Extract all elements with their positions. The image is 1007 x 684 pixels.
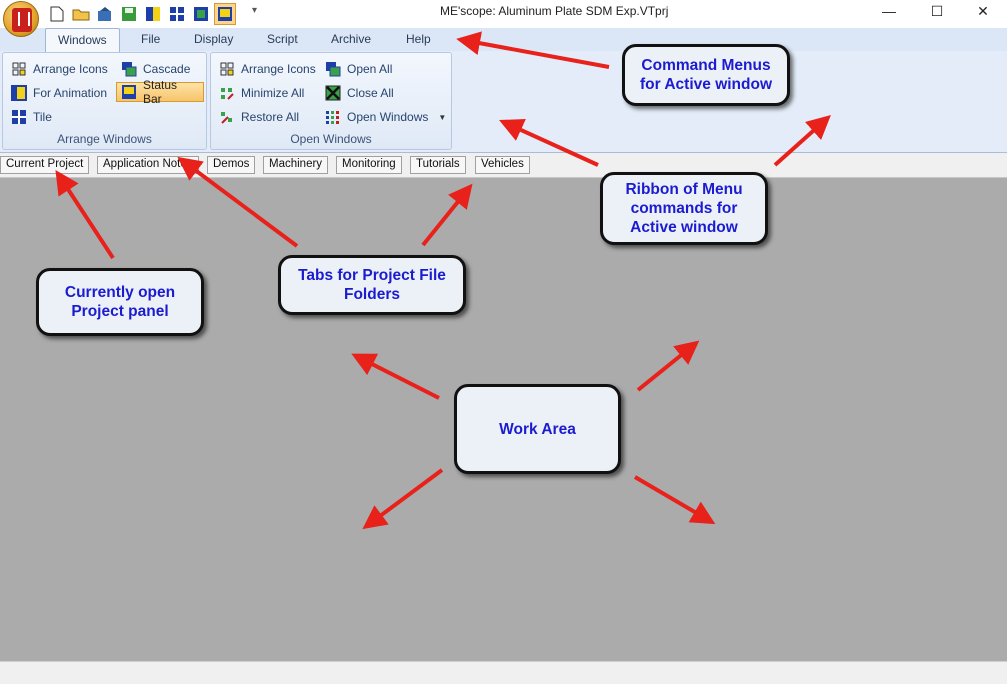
callout-work-area: Work Area [454, 384, 621, 474]
close-all-button[interactable]: Close All [321, 83, 398, 103]
callout-folder-tabs: Tabs for Project File Folders [278, 255, 466, 315]
folder-tab-current-project[interactable]: Current Project [0, 156, 90, 174]
status-bar-label: Status Bar [143, 78, 178, 106]
open-windows-group: Arrange Icons Open All Minimize All Clos… [210, 52, 452, 150]
arrange-icons-icon [11, 61, 27, 77]
cascade-icon[interactable] [190, 3, 212, 25]
status-bar [0, 661, 1007, 684]
tab-archive[interactable]: Archive [331, 32, 372, 46]
open-project-icon[interactable] [94, 3, 116, 25]
for-animation-icon[interactable] [142, 3, 164, 25]
restore-all-icon [219, 109, 235, 125]
open-all-icon [325, 61, 341, 77]
tile-icon [11, 109, 27, 125]
minimize-button[interactable]: — [882, 3, 896, 19]
callout-project-panel: Currently open Project panel [36, 268, 204, 336]
for-animation-button[interactable]: For Animation [7, 83, 111, 103]
window-title: ME'scope: Aluminum Plate SDM Exp.VTprj [440, 4, 669, 18]
folder-tab-vehicles[interactable]: Vehicles [475, 156, 530, 174]
for-animation-label: For Animation [33, 86, 108, 100]
callout-command-menus: Command Menus for Active window [622, 44, 790, 106]
status-bar-button[interactable]: Status Bar [116, 78, 204, 106]
minimize-all-label: Minimize All [241, 86, 305, 100]
arrange-icons-icon [219, 61, 235, 77]
status-bar-icon [121, 84, 137, 100]
folder-tab-tutorials[interactable]: Tutorials [410, 156, 466, 174]
new-file-icon[interactable] [46, 3, 68, 25]
ribbon: Windows File Display Script Archive Help… [0, 28, 1007, 153]
title-bar: ▾ ME'scope: Aluminum Plate SDM Exp.VTprj… [0, 0, 1007, 37]
restore-all-button[interactable]: Restore All [215, 107, 303, 127]
open-windows-dropdown[interactable]: Open Windows ▼ [321, 107, 450, 127]
close-button[interactable]: ✕ [977, 2, 989, 19]
tile-label: Tile [33, 110, 52, 124]
tab-file[interactable]: File [141, 32, 161, 46]
status-bar-icon[interactable] [214, 3, 236, 25]
customize-qat-icon[interactable]: ▾ [252, 5, 258, 16]
tab-help[interactable]: Help [406, 32, 431, 46]
folder-tab-machinery[interactable]: Machinery [263, 156, 329, 174]
application-menu-button[interactable] [3, 1, 39, 37]
tile-icon[interactable] [166, 3, 188, 25]
folder-tab-demos[interactable]: Demos [207, 156, 256, 174]
tab-display[interactable]: Display [194, 32, 234, 46]
cascade-button[interactable]: Cascade [117, 59, 194, 79]
arrange-windows-label: Arrange Windows [57, 132, 152, 146]
arrange-icons-label: Arrange Icons [33, 62, 108, 76]
arrange-icons-open-label: Arrange Icons [241, 62, 316, 76]
maximize-button[interactable]: ☐ [930, 2, 944, 19]
close-all-label: Close All [347, 86, 394, 100]
open-windows-label: Open Windows [347, 110, 429, 124]
arrange-icons-open-button[interactable]: Arrange Icons [215, 59, 320, 79]
folder-tab-monitoring[interactable]: Monitoring [336, 156, 402, 174]
folder-tab-application-notes[interactable]: Application Notes [97, 156, 199, 174]
mescope-logo-icon [12, 8, 32, 32]
callout-ribbon: Ribbon of Menu commands for Active windo… [600, 172, 768, 245]
tile-button[interactable]: Tile [7, 107, 56, 127]
save-icon[interactable] [118, 3, 140, 25]
tab-windows[interactable]: Windows [45, 28, 120, 52]
close-all-icon [325, 85, 341, 101]
tab-script[interactable]: Script [267, 32, 298, 46]
open-windows-icon [325, 109, 341, 125]
restore-all-label: Restore All [241, 110, 300, 124]
cascade-label: Cascade [143, 62, 191, 76]
arrange-windows-group: Arrange Icons Cascade For Animation Stat… [2, 52, 207, 150]
minimize-all-icon [219, 85, 235, 101]
open-all-label: Open All [347, 62, 393, 76]
menu-tabs: Windows File Display Script Archive Help [0, 28, 1007, 52]
open-windows-label: Open Windows [290, 132, 372, 146]
open-all-button[interactable]: Open All [321, 59, 396, 79]
minimize-all-button[interactable]: Minimize All [215, 83, 308, 103]
project-folder-tabs: Current Project Application Notes Demos … [0, 153, 1007, 178]
for-animation-icon [11, 85, 27, 101]
arrange-icons-button[interactable]: Arrange Icons [7, 59, 112, 79]
open-folder-icon[interactable] [70, 3, 92, 25]
cascade-icon [121, 61, 137, 77]
quick-access-toolbar [46, 3, 236, 25]
dropdown-arrow-icon: ▼ [438, 112, 447, 122]
